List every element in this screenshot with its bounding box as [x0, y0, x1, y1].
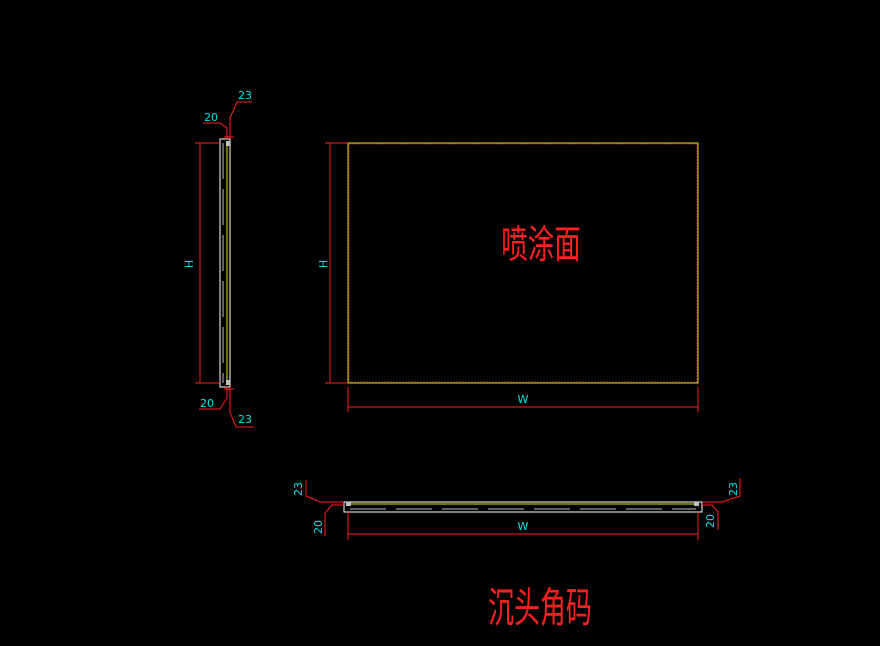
side-view: H 23 20 20 23 — [183, 89, 254, 428]
side-panel-outline — [219, 138, 231, 388]
front-panel-inner-outline — [348, 143, 698, 383]
front-height-label: H — [317, 260, 330, 268]
caption-label: 沉头角码 — [488, 585, 592, 633]
bottom-right-inner-leader — [702, 504, 719, 530]
bottom-left-outer-leader — [305, 480, 344, 503]
side-top-outer-label: 23 — [238, 89, 252, 102]
bottom-right-outer-leader — [702, 478, 741, 503]
bottom-right-outer-label: 23 — [727, 482, 740, 496]
side-bottom-inner-label: 20 — [200, 397, 214, 410]
bottom-left-corner-bracket — [346, 502, 351, 506]
side-top-inner-label: 20 — [204, 111, 218, 124]
bottom-right-corner-bracket — [694, 502, 699, 506]
side-top-outer-leader — [229, 101, 252, 139]
bottom-left-outer-label: 23 — [292, 482, 305, 496]
side-bottom-inner-leader — [199, 387, 228, 410]
bottom-left-inner-label: 20 — [312, 520, 325, 534]
front-panel-outline — [347, 142, 699, 384]
bottom-left-inner-leader — [324, 504, 344, 536]
side-height-label: H — [183, 260, 196, 268]
bottom-panel-outline — [343, 501, 703, 513]
side-bottom-outer-leader — [229, 387, 254, 428]
side-bottom-outer-label: 23 — [238, 413, 252, 426]
bottom-width-label: W — [518, 520, 529, 533]
bottom-right-inner-label: 20 — [704, 514, 717, 528]
bottom-view: 23 20 23 20 W — [292, 478, 741, 540]
side-bottom-corner-bracket — [226, 380, 230, 385]
front-view: 喷涂面 H W — [317, 142, 699, 412]
front-width-label: W — [518, 393, 529, 406]
side-top-inner-leader — [203, 122, 228, 139]
side-top-corner-bracket — [226, 141, 230, 146]
front-face-label: 喷涂面 — [501, 222, 581, 268]
